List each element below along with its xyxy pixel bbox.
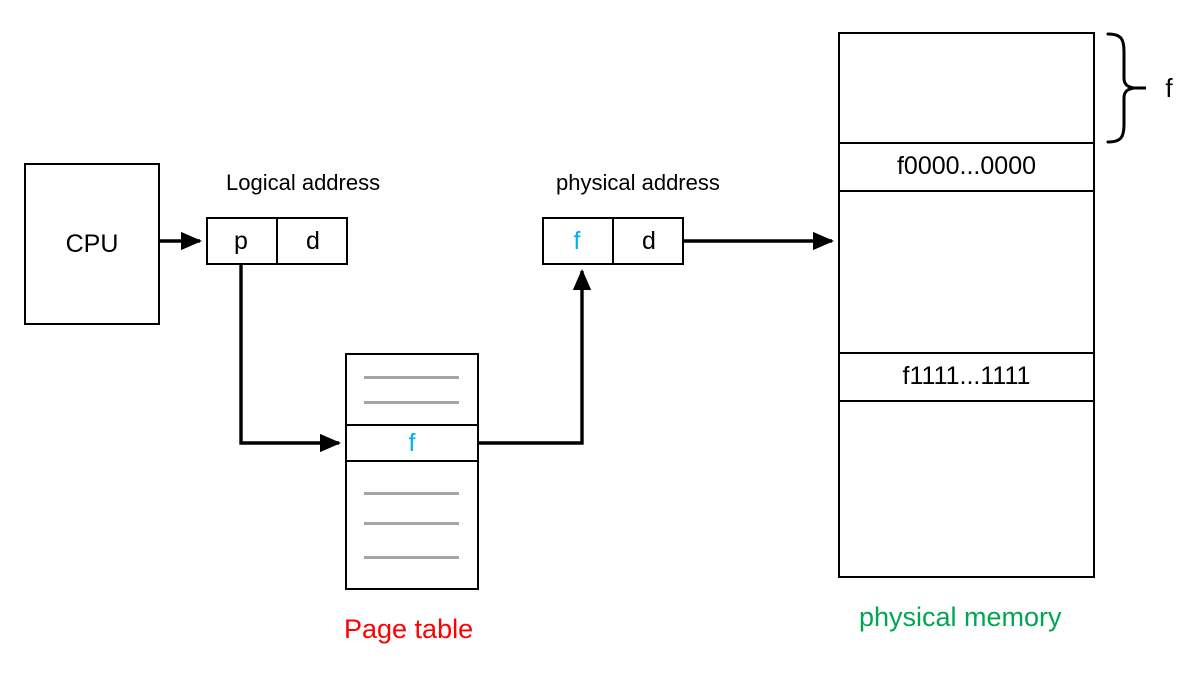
logical-address-page-number: p xyxy=(234,226,248,255)
physical-memory-frame-start-address: f0000...0000 xyxy=(896,151,1036,180)
logical-address-caption: Logical address xyxy=(226,170,381,195)
page-table-selected-entry: f xyxy=(408,428,416,457)
physical-address-field-divider xyxy=(612,217,614,265)
page-table-empty-entry xyxy=(364,522,459,525)
page-table-empty-entry xyxy=(364,492,459,495)
logical-address-offset: d xyxy=(306,226,320,255)
physical-memory-frame-end-top-border xyxy=(838,352,1095,354)
physical-address-frame-number: f xyxy=(573,226,581,255)
cpu-box xyxy=(24,163,160,325)
arrow-page-number-to-page-table xyxy=(239,265,342,453)
arrow-page-table-to-frame-number xyxy=(479,268,592,445)
physical-memory-frame-start-top-border xyxy=(838,142,1095,144)
page-table-empty-entry xyxy=(364,376,459,379)
page-table-empty-entry xyxy=(364,401,459,404)
physical-memory-caption: physical memory xyxy=(859,602,1062,632)
physical-address-offset: d xyxy=(642,226,656,255)
curly-brace-icon xyxy=(1106,32,1136,144)
physical-memory-frame-end-address: f1111...1111 xyxy=(902,361,1031,390)
cpu-label: CPU xyxy=(65,229,119,258)
physical-address-caption: physical address xyxy=(556,170,720,195)
physical-memory-box xyxy=(838,32,1095,578)
logical-address-field-divider xyxy=(276,217,278,265)
page-table-selected-row-bottom-border xyxy=(345,460,479,462)
page-table-selected-row-top-border xyxy=(345,424,479,426)
page-table-caption: Page table xyxy=(344,614,474,644)
frame-brace-label: f xyxy=(1165,73,1173,103)
page-table-empty-entry xyxy=(364,556,459,559)
physical-memory-frame-start-bottom-border xyxy=(838,190,1095,192)
page-table-box xyxy=(345,353,479,590)
physical-memory-frame-end-bottom-border xyxy=(838,400,1095,402)
